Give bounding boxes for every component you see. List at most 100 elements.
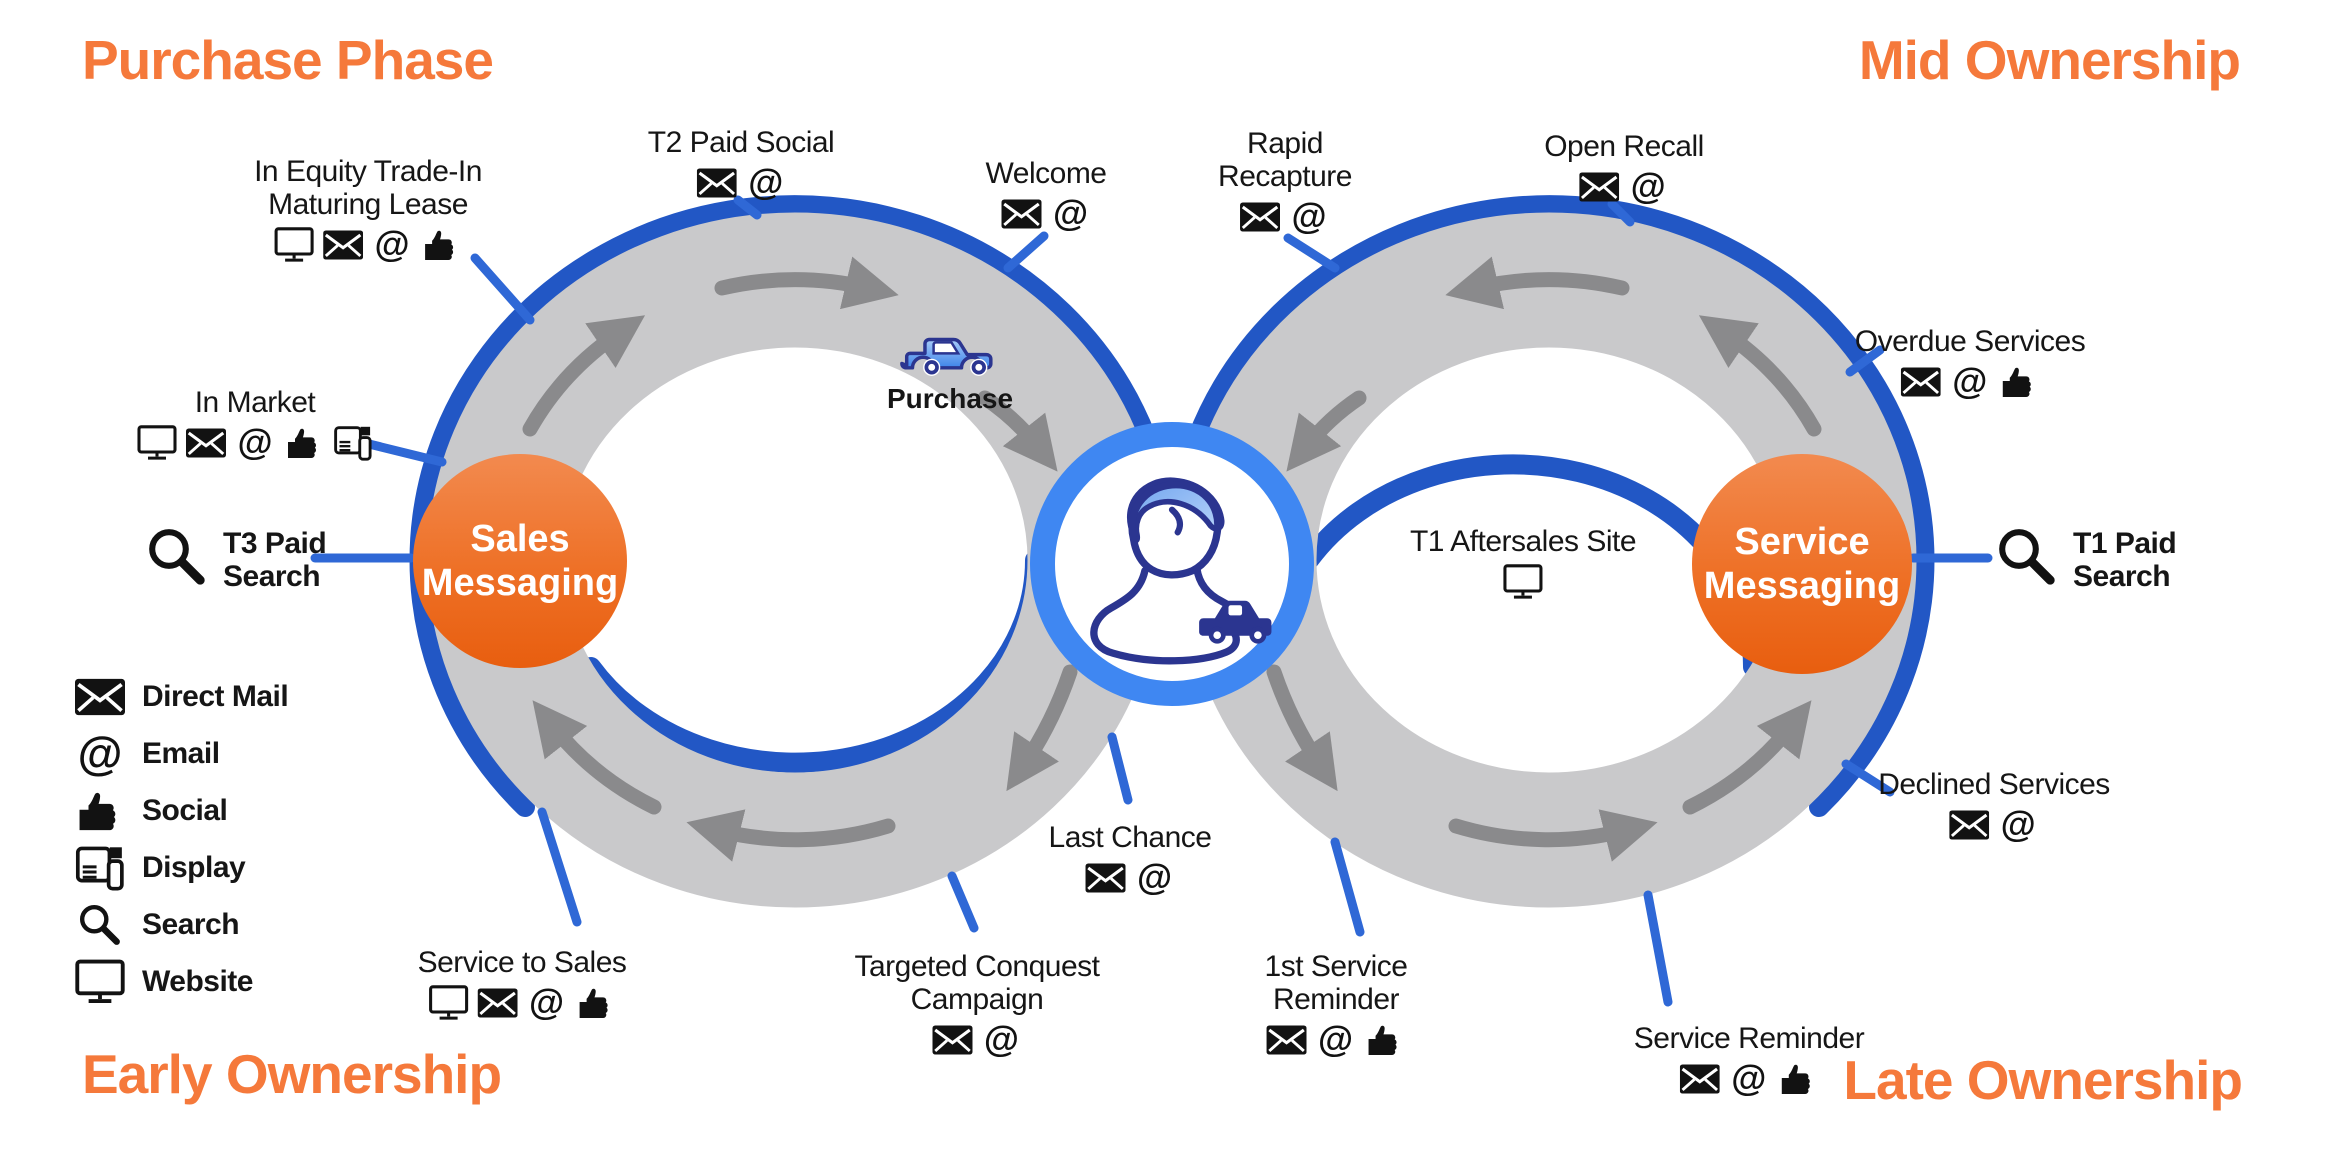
legend-label: Website [142,964,253,998]
social-icon [576,985,616,1021]
touchpoint-t1-aftersales-site: T1 Aftersales Site [1410,525,1637,601]
email-icon [1316,1022,1356,1058]
touchpoint-t3-paid-search: T3 Paid Search [145,525,327,594]
legend-icon [74,731,126,777]
email-icon [1729,1061,1769,1097]
direct-mail-icon [1085,860,1125,896]
social-icon [1778,1061,1818,1097]
channel-icons [1855,363,2085,401]
touchpoint-label: 1st Service [1264,950,1408,983]
touchpoint-label: Declined Services [1878,768,2110,801]
phase-title-mid-ownership: Mid Ownership [1858,29,2241,91]
touchpoint-label: Maturing Lease [268,188,468,221]
touchpoint-label: Open Recall [1544,130,1704,163]
purchase-label: Purchase [886,383,1014,414]
channel-icons [1995,525,2059,594]
channel-icons [1634,1060,1864,1098]
legend-icon [74,788,126,834]
touchpoint-overdue-services: Overdue Services [1854,325,2086,401]
touchpoint-label: Service Reminder [1633,1022,1865,1055]
touchpoint-label: Campaign [910,983,1044,1016]
touchpoint-label: Reminder [1272,983,1400,1016]
customer-with-car-icon [1090,477,1272,665]
touchpoint-declined-services: Declined Services [1878,768,2110,844]
legend-label: Display [142,850,246,884]
touchpoint-label: Recapture [1218,160,1352,193]
direct-mail-icon [1001,196,1041,232]
social-icon [1365,1022,1405,1058]
direct-mail-icon [1267,1022,1307,1058]
website-icon [75,959,125,1005]
touchpoint-label: Targeted Conquest [854,950,1100,983]
touchpoint-in-equity: In Equity Trade-In Maturing Lease [254,155,482,264]
touchpoint-open-recall: Open Recall [1544,130,1704,206]
touchpoint-label: Last Chance [1048,821,1212,854]
channel-icons [1410,563,1636,601]
email-icon [372,227,412,263]
direct-mail-icon [1240,199,1280,235]
customer-center-circle [1030,422,1314,706]
touchpoint-label: In Market [194,386,316,419]
social-icon [75,788,125,834]
mini-car-icon [1199,600,1272,644]
direct-mail-icon [1680,1061,1720,1097]
email-icon [527,985,567,1021]
legend-icon [74,674,126,720]
sales-messaging-hub: Sales Messaging [413,454,627,668]
touchpoint-label: T3 Paid [223,526,327,560]
social-icon [284,425,324,461]
hair-shape [1126,477,1225,543]
email-icon [1629,169,1669,205]
display-icon [75,845,125,891]
direct-mail-icon [1580,169,1620,205]
email-icon [1134,860,1174,896]
touchpoint-label: In Equity Trade-In [254,155,482,188]
service-messaging-hub: Service Messaging [1692,454,1912,674]
channel-icons [1878,806,2110,844]
hub-label: Messaging [1703,565,1901,607]
shoulder-outline [1090,567,1240,665]
flow-arrows [522,256,1822,862]
touchpoint-1st-service-reminder: 1st Service Reminder [1265,950,1408,1059]
head-outline [1128,481,1222,579]
touchpoint-targeted-conquest: Targeted Conquest Campaign [854,950,1100,1059]
touchpoint-label: Overdue Services [1854,325,2086,358]
search-icon [145,525,209,589]
legend-label: Direct Mail [142,679,289,713]
legend-row-email: Email [74,725,288,782]
email-icon [1289,199,1329,235]
direct-mail-icon [478,985,518,1021]
channel-icons [1049,859,1212,897]
channel-icons [418,984,627,1022]
hub-label: Sales [470,518,570,560]
email-icon [1998,807,2038,843]
legend-label: Social [142,793,228,827]
channel-icons [648,164,834,202]
touchpoint-label: Service to Sales [417,946,627,979]
direct-mail-icon [323,227,363,263]
touchpoint-service-to-sales: Service to Sales [418,946,627,1022]
legend-row-social: Social [74,782,288,839]
email-icon [235,425,275,461]
phase-title-late-ownership: Late Ownership [1843,1049,2243,1111]
channel-icons [986,195,1107,233]
direct-mail-icon [186,425,226,461]
email-icon [1950,364,1990,400]
legend-icon [74,845,126,891]
direct-mail-icon [75,674,125,720]
social-icon [1999,364,2039,400]
search-icon [1995,525,2059,589]
leader-lines [310,195,1993,1007]
direct-mail-icon [1949,807,1989,843]
direct-mail-icon [1901,364,1941,400]
display-icon [333,425,373,461]
channel-icons [854,1021,1099,1059]
purchase-marker: Purchase [887,326,1013,415]
touchpoint-rapid-recapture: Rapid Recapture [1218,127,1352,236]
touchpoint-last-chance: Last Chance [1049,821,1212,897]
touchpoint-label: T2 Paid Social [647,126,835,159]
channel-icons [1265,1021,1408,1059]
touchpoint-t1-paid-search: T1 Paid Search [1995,525,2177,594]
channel-icons [145,525,209,594]
